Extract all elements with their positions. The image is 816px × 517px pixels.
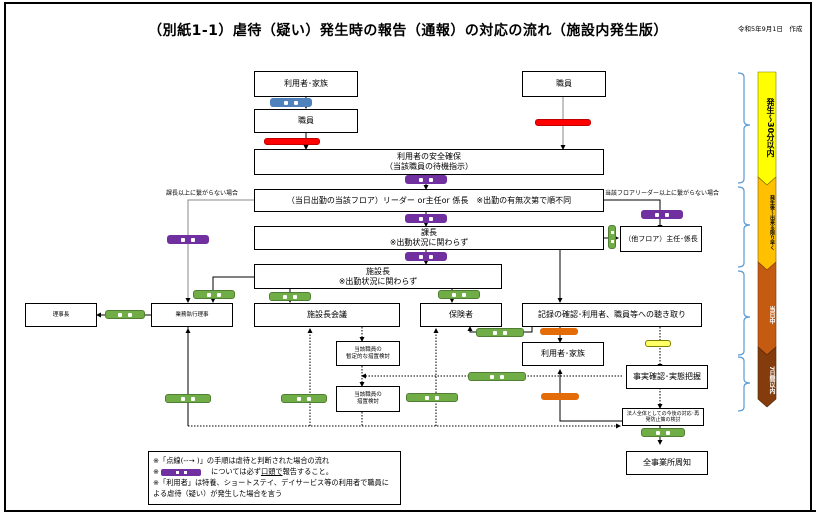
node-safety-sub: （当該職員の待機指示）: [385, 162, 473, 171]
tag-report-right: [641, 210, 683, 219]
node-safety: 利用者の安全確保 （当該職員の待機指示）: [254, 149, 604, 175]
tag-report-green-left-1: [165, 394, 211, 403]
node-staff-right: 職員: [522, 71, 606, 97]
tag-report-green-1: [193, 290, 235, 299]
tag-report-green-mid: [406, 393, 458, 402]
tag-consult: [270, 98, 312, 107]
page-frame: [4, 2, 812, 510]
tag-report-green-2: [269, 292, 311, 301]
tag-abuse-found-right: [535, 119, 591, 126]
line-leader-to-otherfloor: [604, 199, 663, 230]
node-fact-check: 事実確認･実態把握: [626, 365, 708, 389]
note-left-branch: 課長以上に繋がらない場合: [166, 190, 239, 197]
line-corp-to-userfamily: [557, 369, 622, 422]
node-facility-head-title: 施設長: [366, 266, 390, 276]
tag-report-green-notice: [641, 428, 685, 437]
timeline-segment-4: [757, 346, 777, 408]
node-record-check: 記録の確認･利用者、職員等への聴き取り: [522, 303, 702, 327]
line-leader-to-exec: [185, 199, 254, 303]
tag-report-green-left-2: [281, 394, 327, 403]
tag-report-green-3: [438, 290, 480, 299]
node-safety-title: 利用者の安全確保: [397, 152, 461, 161]
node-facility-head: 施設長 ※出勤状況に関わらず: [254, 264, 502, 289]
timeline-label-2: 発生後～出来る限り早く: [769, 194, 775, 250]
node-measures: 当該職員の 措置検討: [336, 386, 400, 412]
node-facility-head-sub: ※出勤状況に関わらず: [338, 276, 418, 286]
legend-line-2: ※については必ず口頭で報告すること。: [153, 467, 333, 476]
node-all-notice: 全事業所周知: [626, 451, 708, 475]
node-executive-director: 業務執行理事: [151, 303, 233, 327]
timeline-label-3: 当日中: [768, 306, 775, 324]
tag-judgment: [645, 340, 671, 347]
tag-report-2: [405, 214, 447, 223]
node-heads-meeting: 施設長会議: [254, 303, 400, 327]
timeline-label-1: 発生～30分以内: [766, 98, 775, 158]
legend-line-3: ※「利用者」は特養、ショートステイ、デイサービス等の利用者で職員による虐待（疑い…: [153, 478, 389, 498]
page-bottom-border: [4, 510, 816, 512]
timeline-arrows: [757, 71, 777, 408]
report-tag-icon: [161, 468, 202, 476]
node-user-family-mid: 利用者･家族: [522, 342, 604, 366]
tag-report-1: [405, 175, 447, 184]
dotted-arrow-icon: --→: [183, 456, 195, 465]
timeline-brackets: [737, 72, 751, 412]
timeline-label-4: 7日間以内: [768, 365, 775, 395]
tag-report-green-insurer: [476, 328, 524, 337]
page-title: （別紙1-1）虐待（疑い）発生時の報告（通報）の対応の流れ（施設内発生版）: [148, 23, 668, 39]
node-insurer: 保険者: [420, 303, 502, 327]
tag-report-green-fact: [468, 372, 526, 381]
legend-box: ※「点線(--→ )」の手順は虐待と判断された場合の流れ ※については必ず口頭で…: [148, 451, 401, 505]
tag-report-3: [405, 252, 447, 261]
node-chairman: 理事長: [25, 303, 97, 327]
creation-date: 令和5年9月1日 作成: [738, 25, 803, 33]
node-section-chief-sub: ※出動状況に関わらず: [389, 238, 469, 247]
node-leader: （当日出勤の当該フロア）リーダー or主任or 係長 ※出勤の有無次第で順不同: [254, 189, 604, 212]
tag-report-left: [167, 235, 209, 244]
tag-report-vertical: [608, 225, 616, 249]
node-other-floor: （他フロア）主任･係長: [620, 226, 702, 252]
node-section-chief: 課長 ※出動状況に関わらず: [254, 226, 604, 250]
tag-abuse-found-left: [264, 138, 320, 145]
node-corp-review: 法人全体としての今後の対応･再発防止策の検討: [622, 408, 704, 426]
node-section-chief-title: 課長: [421, 228, 437, 237]
tag-explain-2: [541, 393, 579, 400]
note-right-branch: 当該フロアリーダー以上に繋がらない場合: [605, 190, 720, 197]
node-staff: 職員: [254, 109, 358, 133]
tag-report-green-chairman: [105, 310, 145, 319]
legend-line-1: ※「点線(--→ )」の手順は虐待と判断された場合の流れ: [153, 456, 330, 465]
tag-explain-1: [540, 328, 578, 335]
node-temp-measures: 当該職員の 暫定的な措置検討: [336, 341, 400, 366]
node-user-family-top: 利用者･家族: [254, 71, 358, 97]
